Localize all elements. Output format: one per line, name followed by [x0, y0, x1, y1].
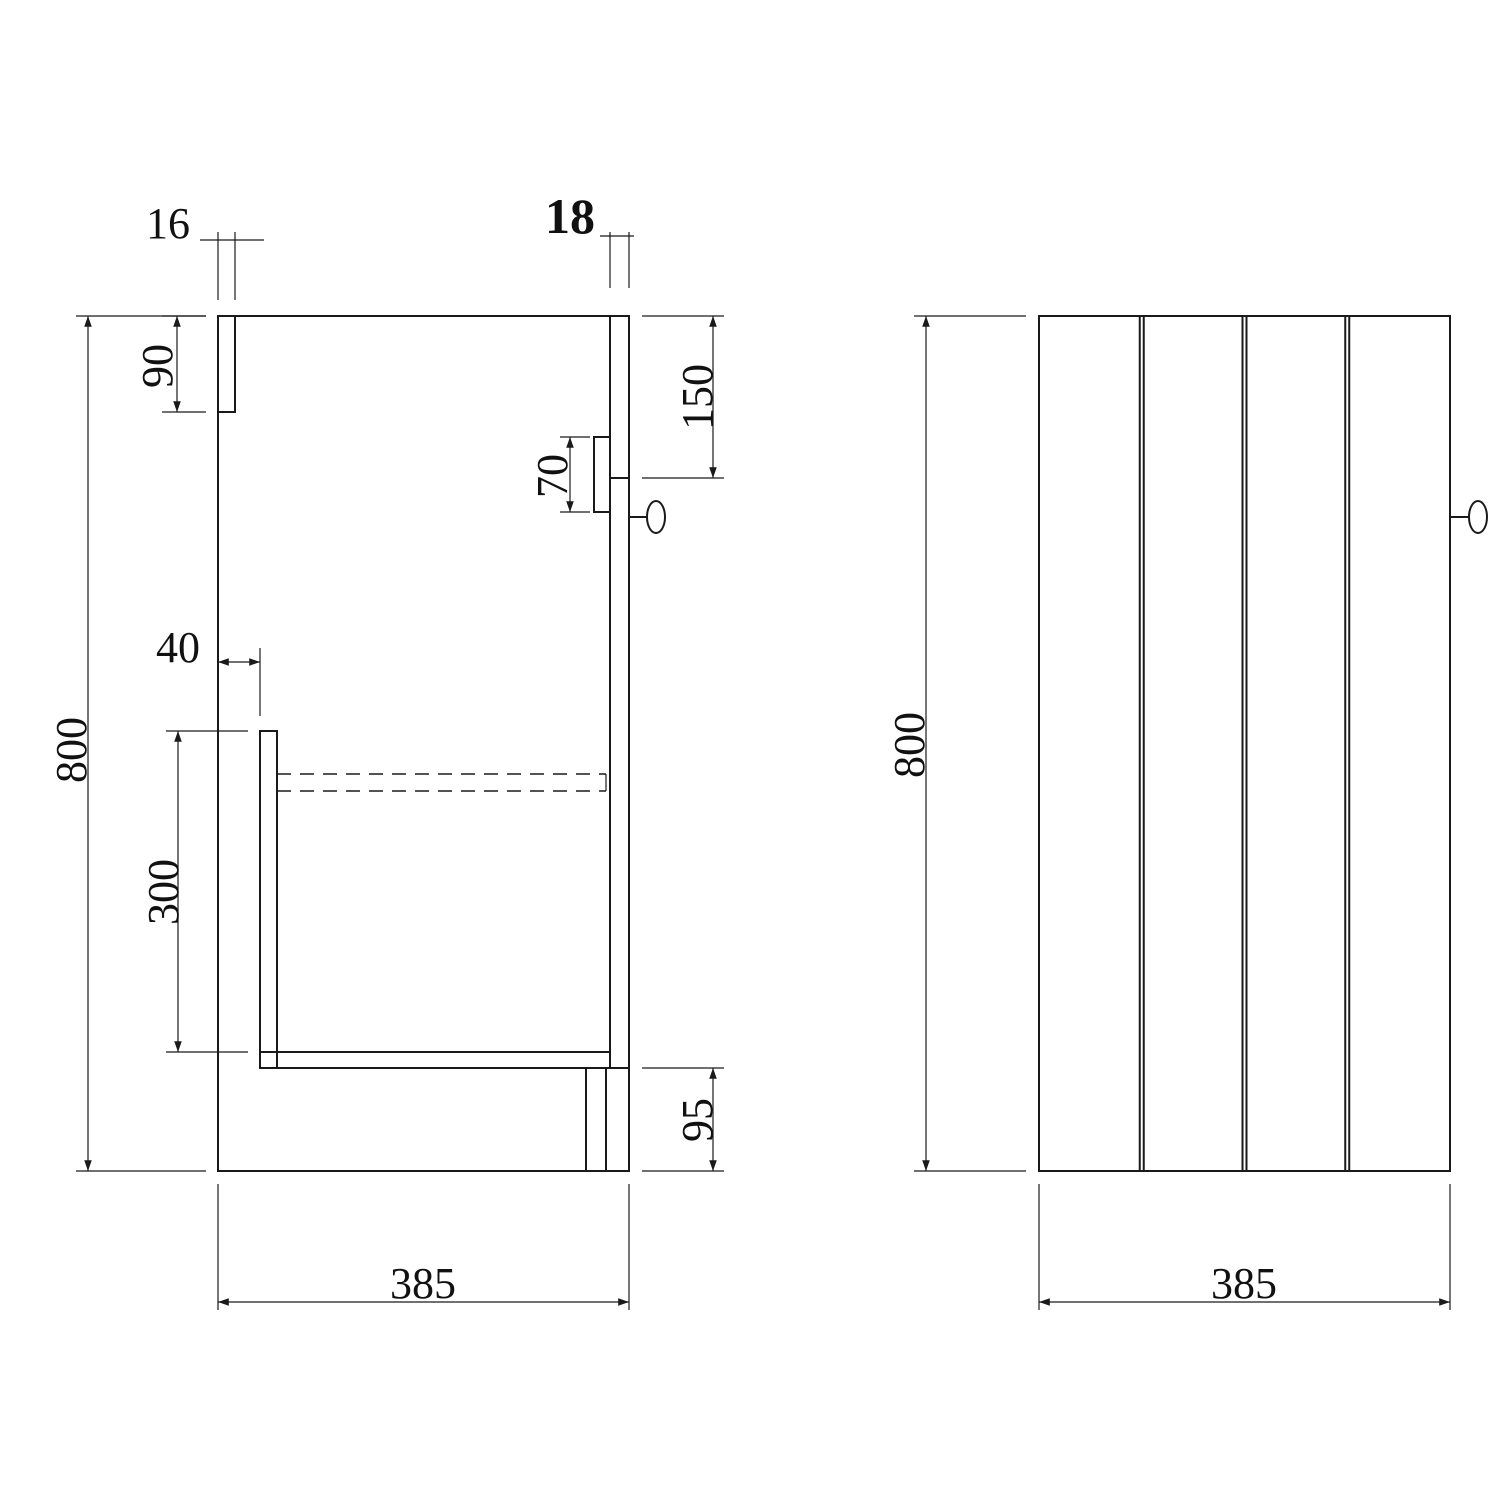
dim-plinth-label: 95 — [673, 1098, 722, 1142]
knob-icon — [1450, 500, 1488, 534]
dim-side-height-label: 800 — [47, 717, 96, 783]
front-view-outline — [1038, 315, 1451, 1172]
dim-front-height-label: 800 — [885, 712, 934, 778]
front-view: 800 385 — [885, 315, 1488, 1310]
dim-recess-depth: 40 — [156, 623, 261, 716]
dim-handle-offset: 150 — [642, 315, 724, 479]
bottom-shelf — [259, 1051, 611, 1069]
dim-handle-size: 70 — [528, 436, 590, 513]
back-recess-panel — [259, 730, 278, 1069]
plinth-outer — [585, 1067, 630, 1172]
dim-side-thickness: 16 — [146, 199, 264, 300]
dim-shelf-gap: 300 — [139, 730, 248, 1053]
handle-block — [593, 436, 611, 513]
dim-handle-offset-label: 150 — [673, 364, 722, 430]
dim-front-width-label: 385 — [1211, 1259, 1277, 1308]
top-rail — [217, 315, 236, 413]
knob-icon — [629, 500, 666, 534]
dim-side-width-label: 385 — [390, 1259, 456, 1308]
dim-side-width: 385 — [217, 1184, 630, 1310]
front-panels — [1138, 316, 1351, 1171]
dim-front-height: 800 — [885, 315, 1026, 1172]
dim-handle-size-label: 70 — [528, 454, 577, 498]
side-view-outline — [217, 315, 630, 1172]
dim-side-height: 800 — [47, 315, 206, 1172]
dim-front-width: 385 — [1038, 1184, 1451, 1310]
dim-side-thickness-label: 16 — [146, 199, 190, 248]
dim-plinth: 95 — [642, 1067, 724, 1172]
dim-shelf-gap-label: 300 — [139, 859, 188, 925]
dim-door-thickness: 18 — [545, 188, 634, 288]
dim-recess-depth-label: 40 — [156, 623, 200, 672]
dim-top-rail: 90 — [133, 315, 206, 413]
dim-door-thickness-label: 18 — [545, 188, 595, 244]
side-view: 16 18 90 150 70 — [47, 188, 724, 1310]
dim-top-rail-label: 90 — [133, 344, 182, 388]
